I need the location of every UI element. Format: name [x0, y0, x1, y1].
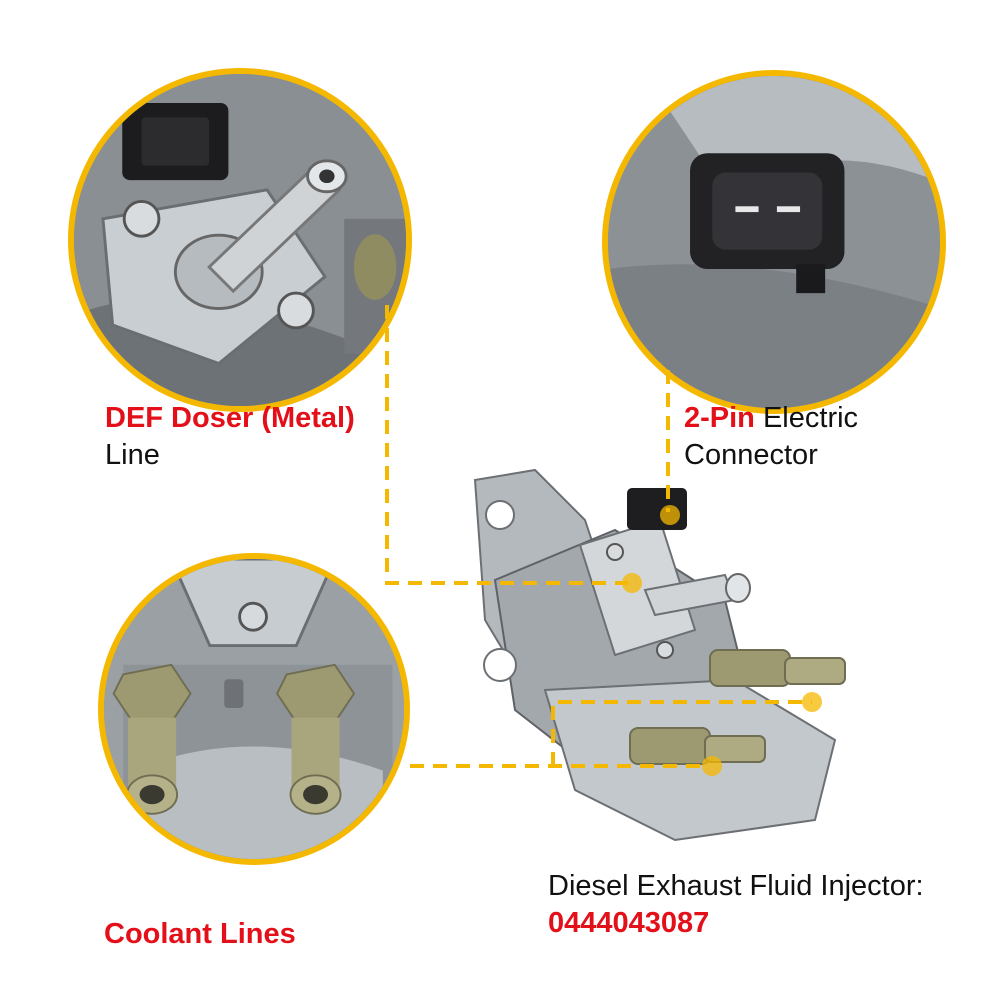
part-number: 0444043087 [548, 907, 710, 939]
coolant-label-highlight: Coolant Lines [104, 918, 296, 950]
def-doser-marker [622, 573, 642, 593]
def-doser-callout-line [385, 305, 628, 585]
connector-label-text-2: Connector [684, 439, 818, 471]
connector-label: 2-Pin Electric Connector [684, 400, 858, 474]
connector-label-highlight: 2-Pin [684, 402, 755, 434]
connector-marker [660, 505, 680, 525]
def-injector-product-image [473, 468, 846, 842]
def-doser-label-text: Line [105, 439, 160, 471]
product-name: Diesel Exhaust Fluid Injector: [548, 870, 924, 902]
coolant-lines-zoom-image [98, 553, 410, 865]
connector-zoom-image [602, 70, 946, 414]
def-doser-zoom-image [68, 68, 412, 412]
def-doser-label-highlight: DEF Doser (Metal) [105, 402, 355, 434]
connector-label-text-1: Electric [762, 402, 859, 434]
product-caption: Diesel Exhaust Fluid Injector: 044404308… [548, 868, 924, 942]
coolant-label: Coolant Lines [104, 916, 296, 953]
coolant-callout-line-upper [551, 700, 812, 766]
def-doser-label: DEF Doser (Metal) Line [105, 400, 355, 474]
coolant-marker-lower [702, 756, 722, 776]
coolant-marker-upper [802, 692, 822, 712]
